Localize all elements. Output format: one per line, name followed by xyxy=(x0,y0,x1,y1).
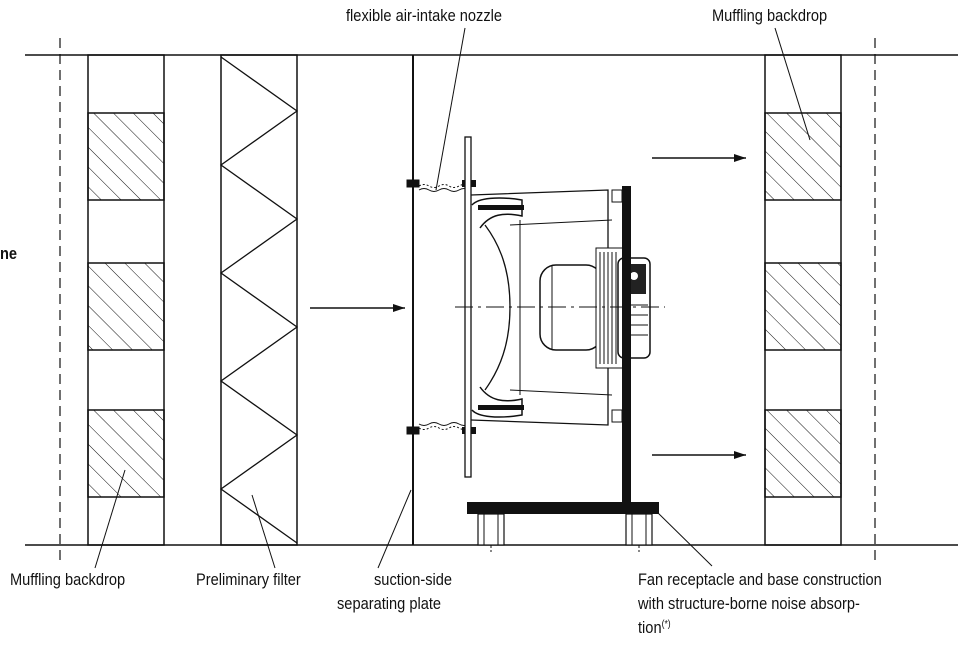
label-separating-plate: separating plate xyxy=(337,594,442,613)
leader-plate xyxy=(377,489,412,569)
leader-nozzle xyxy=(435,27,466,191)
label-base-line1: Fan receptacle and base construction xyxy=(638,570,882,589)
muffling-backdrop-right xyxy=(764,54,842,546)
preliminary-filter xyxy=(219,54,299,546)
dashed-boundaries xyxy=(59,38,876,562)
hatched-absorber-block xyxy=(764,409,842,498)
airflow-arrows xyxy=(310,154,746,459)
label-flexible-nozzle: flexible air-intake nozzle xyxy=(346,6,503,25)
leader-base xyxy=(654,509,713,567)
label-clipped-fragment: ne xyxy=(0,244,18,263)
leader-backdrop-bottom xyxy=(94,469,126,569)
label-base-line2: with structure-borne noise absorp- xyxy=(638,594,860,613)
muffling-backdrop-left xyxy=(87,54,165,546)
hatched-absorber-block xyxy=(87,409,165,498)
label-preliminary-filter: Preliminary filter xyxy=(196,570,301,589)
label-muffling-backdrop-bottom: Muffling backdrop xyxy=(10,570,126,589)
label-base-footnote-mark: (*) xyxy=(661,619,671,630)
hatched-absorber-block xyxy=(87,112,165,201)
fan-mounting-plate xyxy=(611,186,631,502)
leader-prefilter xyxy=(251,494,276,569)
suction-side-separating-plate xyxy=(406,55,420,545)
hatched-absorber-block xyxy=(764,112,842,201)
leader-lines xyxy=(94,27,811,569)
label-base-line3-text: tion xyxy=(638,618,662,637)
leader-backdrop-top xyxy=(774,27,811,141)
label-muffling-backdrop-top: Muffling backdrop xyxy=(712,6,828,25)
fan-motor xyxy=(539,264,603,351)
label-suction-side: suction-side xyxy=(374,570,453,589)
fan-base-construction xyxy=(467,502,659,552)
hatched-absorber-block xyxy=(87,262,165,351)
label-base-line3: tion(*) xyxy=(638,618,671,638)
fan-unit xyxy=(455,136,665,478)
hatched-absorber-block xyxy=(764,262,842,351)
